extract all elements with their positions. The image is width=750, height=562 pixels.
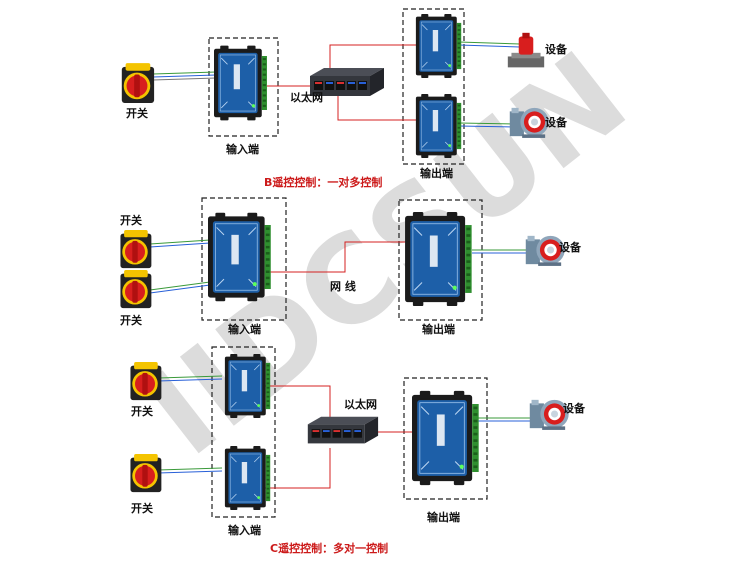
input-label: 输入端 — [228, 322, 261, 336]
input-group-box — [211, 346, 276, 518]
device-wires — [458, 41, 521, 128]
input-module-icon — [208, 212, 272, 302]
output-group-box — [398, 199, 483, 321]
rotary-switch-icon — [120, 270, 152, 309]
cable-label: 网 线 — [330, 279, 356, 293]
output-module-icon — [412, 390, 480, 486]
output-label: 输出端 — [422, 322, 455, 336]
device-wires — [472, 249, 530, 254]
section-direct-cable: 开关 开关 输入端 输出端 网 线 设备 — [120, 197, 582, 336]
output-label: 输出端 — [420, 166, 453, 180]
network-links — [267, 44, 418, 121]
output-group-box — [403, 377, 488, 500]
device-wires — [478, 417, 534, 422]
output-module-icon — [415, 94, 462, 158]
input-group-box — [201, 197, 287, 321]
switch-wires — [152, 71, 217, 81]
input-group-box — [208, 37, 279, 137]
switch-label: 开关 — [126, 106, 148, 120]
device-label: 设备 — [559, 240, 582, 254]
rotary-switch-icon — [121, 63, 155, 103]
switch-label: 开关 — [131, 404, 153, 418]
ethernet-label: 以太网 — [344, 397, 377, 411]
input-module-icon — [224, 446, 271, 510]
network-links — [262, 385, 418, 489]
section-b-caption: B遥控控制：一对多控制 — [264, 175, 382, 189]
ethernet-label: 以太网 — [290, 90, 323, 104]
output-module-icon — [405, 212, 473, 306]
switch-label: 开关 — [120, 313, 142, 327]
device-label: 设备 — [563, 401, 586, 415]
input-module-icon — [224, 354, 271, 418]
section-b-one-to-many: 开关 输入端 输出端 以太网 设备 设备 B遥控控制：一对多控制 — [121, 8, 568, 189]
switch-label: 开关 — [131, 501, 153, 515]
rotary-switch-icon — [130, 362, 162, 401]
rotary-switch-icon — [120, 230, 152, 269]
input-module-icon — [214, 45, 268, 121]
device-label: 设备 — [545, 115, 568, 129]
switch-label: 开关 — [120, 213, 142, 227]
network-cable — [270, 241, 412, 273]
section-c-caption: C遥控控制：多对一控制 — [270, 541, 388, 555]
output-group-box — [402, 8, 465, 165]
ethernet-switch-icon — [307, 416, 379, 444]
fan-icon — [509, 107, 549, 138]
switch-wires — [157, 375, 223, 474]
device-label: 设备 — [545, 42, 568, 56]
input-label: 输入端 — [226, 142, 259, 156]
section-c-many-to-one: 开关 开关 输入端 输出端 以太网 设备 C遥控控制：多对一控制 — [130, 346, 586, 555]
switch-wires — [149, 239, 211, 294]
output-label: 输出端 — [427, 510, 460, 524]
rotary-switch-icon — [130, 454, 162, 493]
output-module-icon — [415, 14, 462, 78]
input-label: 输入端 — [228, 523, 261, 537]
